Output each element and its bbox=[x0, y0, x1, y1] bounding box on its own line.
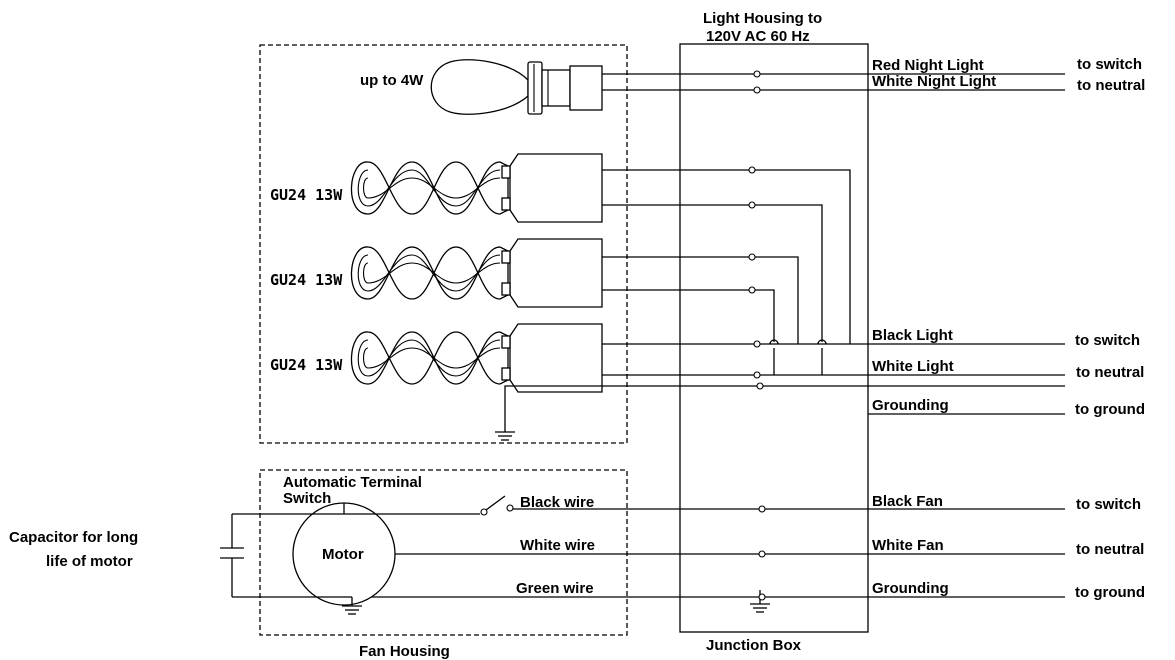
switch-label-line2: Switch bbox=[283, 490, 331, 507]
capacitor-label-line1: Capacitor for long bbox=[9, 529, 138, 546]
junction-box-label: Junction Box bbox=[706, 637, 802, 654]
gu24-bulb-2 bbox=[350, 238, 603, 308]
black-wire-label: Black wire bbox=[520, 494, 594, 511]
motor-ground-icon bbox=[341, 605, 363, 615]
dest-grounding-fan: to ground bbox=[1075, 584, 1145, 601]
dest-red-night-light: to switch bbox=[1077, 56, 1142, 73]
dest-white-night-light: to neutral bbox=[1077, 77, 1145, 94]
night-light-wattage-label: up to 4W bbox=[360, 72, 424, 89]
fan-housing-label: Fan Housing bbox=[359, 643, 450, 660]
wire-label-white-night-light: White Night Light bbox=[872, 73, 996, 90]
motor-label: Motor bbox=[322, 546, 364, 563]
wire-label-black-fan: Black Fan bbox=[872, 493, 943, 510]
green-wire-label: Green wire bbox=[516, 580, 594, 597]
dest-black-light: to switch bbox=[1075, 332, 1140, 349]
gu24-bulb-1 bbox=[350, 153, 603, 223]
wire-label-red-night-light: Red Night Light bbox=[872, 57, 984, 74]
dest-black-fan: to switch bbox=[1076, 496, 1141, 513]
wire-label-grounding-fan: Grounding bbox=[872, 580, 949, 597]
switch-label-line1: Automatic Terminal bbox=[283, 474, 422, 491]
junction-box-header-line1: Light Housing to bbox=[703, 10, 822, 27]
gu24-bulb-3-label: GU24 13W bbox=[270, 356, 343, 374]
light-housing-box bbox=[259, 44, 628, 444]
junction-box-header-line2: 120V AC 60 Hz bbox=[706, 28, 810, 45]
junction-box bbox=[679, 43, 869, 633]
automatic-terminal-switch bbox=[232, 495, 514, 516]
wire-label-white-light: White Light bbox=[872, 358, 954, 375]
dest-white-fan: to neutral bbox=[1076, 541, 1144, 558]
capacitor-label-line2: life of motor bbox=[46, 553, 133, 570]
gu24-bulb-2-label: GU24 13W bbox=[270, 271, 343, 289]
night-light-bulb bbox=[430, 59, 603, 115]
gu24-bulb-1-label: GU24 13W bbox=[270, 186, 343, 204]
white-wire-label: White wire bbox=[520, 537, 595, 554]
dest-grounding-light: to ground bbox=[1075, 401, 1145, 418]
capacitor bbox=[220, 514, 352, 598]
junction-nodes bbox=[748, 70, 766, 601]
dest-white-light: to neutral bbox=[1076, 364, 1144, 381]
wire-label-white-fan: White Fan bbox=[872, 537, 944, 554]
wire-label-grounding-light: Grounding bbox=[872, 397, 949, 414]
light-housing-ground-icon bbox=[494, 431, 516, 441]
wire-label-black-light: Black Light bbox=[872, 327, 953, 344]
gu24-bulb-3 bbox=[350, 323, 603, 393]
junction-box-ground-icon bbox=[749, 603, 771, 613]
fan-housing-box bbox=[259, 469, 628, 636]
